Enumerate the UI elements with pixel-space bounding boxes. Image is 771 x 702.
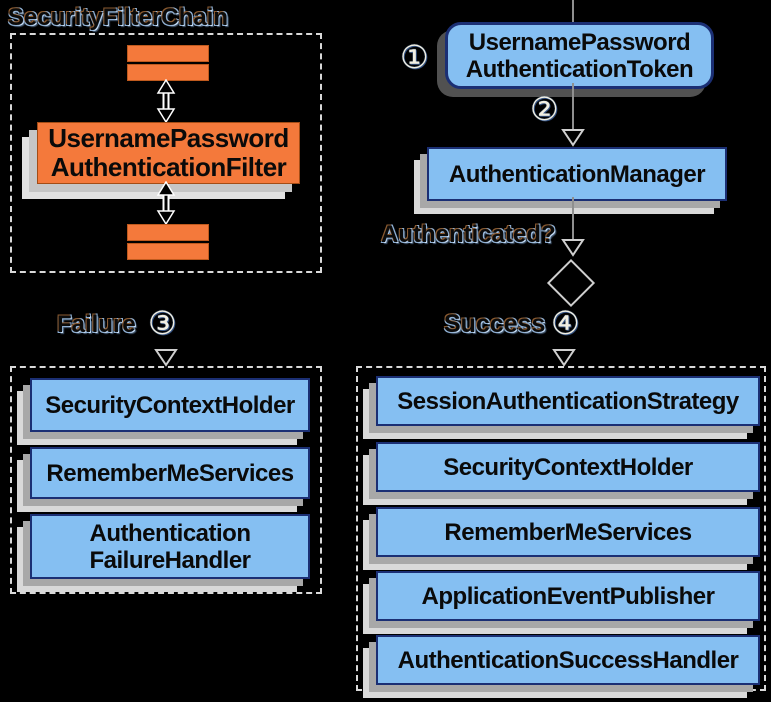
success-item-session-authentication-strategy: SessionAuthenticationStrategy bbox=[376, 376, 760, 426]
success-item-application-event-publisher: ApplicationEventPublisher bbox=[376, 571, 760, 621]
filter-bar-bottom-2 bbox=[127, 243, 209, 260]
arrowhead-to-decision bbox=[561, 239, 585, 257]
bidirectional-arrow-top bbox=[156, 79, 176, 123]
flow-line-token-to-manager bbox=[572, 83, 574, 130]
step-1-badge: ① bbox=[400, 38, 429, 76]
security-filter-chain-container bbox=[10, 33, 322, 273]
step-2-badge: ② bbox=[530, 90, 559, 128]
success-group-box bbox=[356, 366, 766, 691]
success-item-label: RememberMeServices bbox=[444, 518, 692, 546]
success-item-label: SecurityContextHolder bbox=[443, 453, 693, 481]
success-item-label: AuthenticationSuccessHandler bbox=[397, 646, 739, 674]
username-password-authentication-filter-box: UsernamePassword AuthenticationFilter bbox=[37, 122, 300, 184]
token-box-line2: AuthenticationToken bbox=[465, 55, 694, 83]
success-item-label: SessionAuthenticationStrategy bbox=[397, 387, 739, 415]
bidirectional-arrow-bottom bbox=[156, 181, 176, 225]
filter-bar-bottom-1 bbox=[127, 224, 209, 241]
arrowhead-success bbox=[552, 349, 576, 367]
success-item-remember-me-services: RememberMeServices bbox=[376, 507, 760, 557]
filter-bar-top-1 bbox=[127, 45, 209, 62]
arrowhead-failure bbox=[154, 349, 178, 367]
step-4-badge: ④ bbox=[551, 304, 580, 342]
step-3-badge: ③ bbox=[148, 304, 177, 342]
username-password-authentication-token-box: UsernamePassword AuthenticationToken bbox=[445, 22, 714, 89]
failure-item-security-context-holder: SecurityContextHolder bbox=[30, 378, 310, 432]
failure-item-remember-me-services: RememberMeServices bbox=[30, 447, 310, 499]
filter-box-line2: AuthenticationFilter bbox=[50, 152, 287, 182]
authenticated-question-label: Authenticated? bbox=[381, 221, 556, 248]
failure-item-label-line1: Authentication bbox=[89, 519, 252, 547]
failure-item-label: SecurityContextHolder bbox=[45, 391, 295, 419]
flow-line-manager-to-decision bbox=[572, 197, 574, 239]
decision-diamond bbox=[546, 258, 596, 308]
success-item-authentication-success-handler: AuthenticationSuccessHandler bbox=[376, 635, 760, 685]
success-label: Success bbox=[444, 310, 546, 338]
failure-item-authentication-failure-handler: Authentication FailureHandler bbox=[30, 514, 310, 579]
token-box-line1: UsernamePassword bbox=[468, 28, 691, 56]
security-filter-chain-title: SecurityFilterChain bbox=[8, 4, 229, 31]
failure-group-box bbox=[10, 366, 322, 594]
failure-label: Failure bbox=[57, 311, 136, 338]
arrowhead-to-manager bbox=[561, 129, 585, 147]
success-item-security-context-holder: SecurityContextHolder bbox=[376, 442, 760, 492]
failure-item-label: RememberMeServices bbox=[46, 459, 294, 487]
success-item-label: ApplicationEventPublisher bbox=[421, 582, 715, 610]
filter-box-line1: UsernamePassword bbox=[48, 123, 289, 153]
failure-item-label-line2: FailureHandler bbox=[89, 546, 251, 574]
authentication-manager-box: AuthenticationManager bbox=[427, 147, 727, 201]
manager-box-label: AuthenticationManager bbox=[448, 160, 706, 188]
filter-bar-top-2 bbox=[127, 64, 209, 81]
flow-line-incoming bbox=[572, 0, 574, 22]
